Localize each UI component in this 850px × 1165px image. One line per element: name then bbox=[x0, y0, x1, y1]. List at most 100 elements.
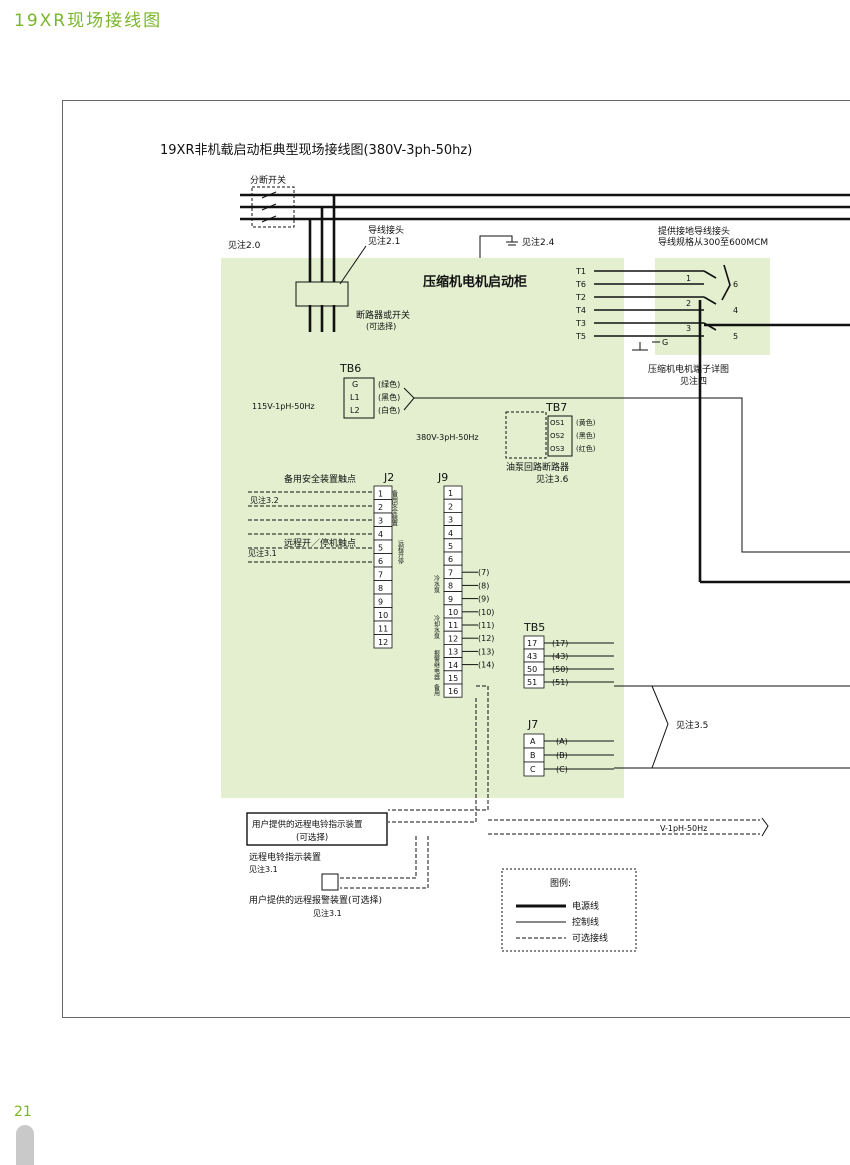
note-3-1: 见注3.1 bbox=[248, 548, 277, 558]
j9-pin-9: 9 bbox=[448, 595, 453, 604]
j9-pin-1: 1 bbox=[448, 489, 453, 498]
j9-side-label-d: 备用 bbox=[433, 683, 440, 697]
j9-side-label-c: 报警继电器 bbox=[433, 649, 440, 681]
legend-control: 控制线 bbox=[572, 916, 599, 928]
j9-wire-label: (14) bbox=[478, 661, 494, 670]
remote-bell-label: 远程电铃指示装置 bbox=[249, 851, 321, 863]
remote-alarm-indicator-box bbox=[246, 812, 388, 846]
j2-pin-3: 3 bbox=[378, 517, 383, 526]
diagram-title: 19XR非机载启动柜典型现场接线图(380V-3ph-50hz) bbox=[160, 142, 472, 158]
winding-6: 6 bbox=[733, 280, 738, 289]
tb6-label: TB6 bbox=[339, 362, 361, 375]
breaker-box bbox=[295, 281, 349, 307]
motor-terminal-t3: T3 bbox=[575, 319, 586, 328]
j2-pin-6: 6 bbox=[378, 557, 383, 566]
j9-wire-label: (8) bbox=[478, 581, 489, 590]
winding-1: 1 bbox=[686, 274, 691, 283]
remote-start-label: 远程开／停机触点 bbox=[284, 537, 356, 549]
j9-pin-5: 5 bbox=[448, 542, 453, 551]
j9-wire-label: (11) bbox=[478, 621, 494, 630]
j9-pin-8: 8 bbox=[448, 582, 453, 591]
j9-side-label-a: 冷水泵 bbox=[433, 574, 440, 593]
tb6-color-black: (黑色) bbox=[378, 392, 400, 402]
legend-title: 图例: bbox=[550, 877, 571, 889]
tb6-color-white: (白色) bbox=[378, 405, 400, 415]
j9-wire-label: (7) bbox=[478, 568, 489, 577]
j9-wire-labels: (7) (8) (9) (10) (11) (12) (13) (14) bbox=[462, 568, 494, 670]
j9-wire-label: (12) bbox=[478, 634, 494, 643]
motor-terminal-t1: T1 bbox=[575, 267, 586, 276]
note-4: 见注四 bbox=[680, 375, 707, 387]
tb6-terminal-l2: L2 bbox=[350, 406, 360, 415]
motor-terminal-t6: T6 bbox=[575, 280, 586, 289]
tb7-label: TB7 bbox=[545, 401, 567, 414]
tb5-terminal-43: 43 bbox=[527, 652, 537, 661]
motor-ground: G bbox=[662, 338, 668, 347]
disconnect-switch-label: 分断开关 bbox=[250, 174, 286, 186]
diagram-frame bbox=[62, 100, 850, 1018]
tb7-terminal-os3: OS3 bbox=[550, 445, 564, 453]
j2-pin-8: 8 bbox=[378, 584, 383, 593]
remote-alarm-indicator: 用户提供的远程电铃指示装置 bbox=[252, 819, 363, 830]
j9-pin-11: 11 bbox=[448, 621, 458, 630]
supply-v1ph: V-1pH-50Hz bbox=[660, 824, 707, 833]
page-number: 21 bbox=[14, 1104, 32, 1120]
j9-pin-16: 16 bbox=[448, 687, 458, 696]
j2-pin-cell bbox=[373, 634, 393, 649]
spare-safety-label: 备用安全装置触点 bbox=[284, 473, 356, 485]
j9-pin-15: 15 bbox=[448, 674, 458, 683]
j2-pin-2: 2 bbox=[378, 503, 383, 512]
tb7-breaker-box bbox=[505, 411, 547, 459]
panel-title: 压缩机电机启动柜 bbox=[423, 274, 527, 290]
note-2-1: 见注2.1 bbox=[368, 235, 400, 247]
motor-terminal-t2: T2 bbox=[575, 293, 586, 302]
tb6-terminal-l1: L1 bbox=[350, 393, 360, 402]
j7-block: A(A)B(B)C(C) bbox=[523, 733, 614, 777]
note-3-5: 见注3.5 bbox=[676, 719, 708, 731]
legend-optional: 可选接线 bbox=[572, 932, 608, 944]
tb5-label: TB5 bbox=[523, 621, 545, 634]
j2-pin-11: 11 bbox=[378, 625, 388, 634]
j9-pin-cell bbox=[443, 683, 463, 698]
wire-spec-label: 导线规格从300至600MCM bbox=[658, 236, 768, 248]
tb6-supply: 115V-1pH-50Hz bbox=[252, 402, 315, 411]
j9-pin-4: 4 bbox=[448, 529, 453, 538]
tb7-supply: 380V-3pH-50Hz bbox=[416, 433, 479, 442]
tb7-block bbox=[547, 415, 573, 457]
tb7-color-yellow: (黄色) bbox=[576, 418, 596, 427]
j2-side-label-b: 远程开停 bbox=[397, 539, 404, 565]
ground-note: 见注2.4 bbox=[522, 236, 555, 248]
remote-alarm-indicator-optional: (可选择) bbox=[296, 832, 328, 843]
tb6-terminal-g: G bbox=[352, 380, 358, 389]
tb5-terminal-17: 17 bbox=[527, 639, 537, 648]
j2-pin-4: 4 bbox=[378, 530, 383, 539]
winding-4: 4 bbox=[733, 306, 738, 315]
j9-pin-13: 13 bbox=[448, 648, 458, 657]
j9-wire-label: (10) bbox=[478, 608, 494, 617]
j9-side-label-b: 冷却水泵 bbox=[433, 614, 440, 639]
motor-terminal-t4: T4 bbox=[575, 306, 586, 315]
j7-label: J7 bbox=[527, 718, 538, 731]
j7-terminal-a: A bbox=[530, 737, 536, 746]
tb6-block bbox=[343, 377, 375, 419]
j9-label: J9 bbox=[437, 471, 448, 484]
j2-pin-9: 9 bbox=[378, 598, 383, 607]
tb7-terminal-os2: OS2 bbox=[550, 432, 564, 440]
j9-pin-2: 2 bbox=[448, 502, 453, 511]
winding-3: 3 bbox=[686, 324, 691, 333]
tb7-color-red: (红色) bbox=[576, 444, 596, 453]
tb6-color-green: (绿色) bbox=[378, 379, 400, 389]
tb7-terminal-os1: OS1 bbox=[550, 419, 564, 427]
j2-pin-1: 1 bbox=[378, 490, 383, 499]
motor-terminals: T1 T6 T2 T4 T3 T5 bbox=[575, 267, 586, 341]
j9-pin-7: 7 bbox=[448, 568, 453, 577]
lead-connector-label: 导线接头 bbox=[368, 224, 404, 236]
motor-terminal-t5: T5 bbox=[575, 332, 586, 341]
j9-wire-label: (9) bbox=[478, 595, 489, 604]
j9-wire-label: (13) bbox=[478, 647, 494, 656]
j9-pin-12: 12 bbox=[448, 634, 458, 643]
j2-label: J2 bbox=[383, 471, 394, 484]
remote-bell-symbol bbox=[321, 873, 339, 891]
